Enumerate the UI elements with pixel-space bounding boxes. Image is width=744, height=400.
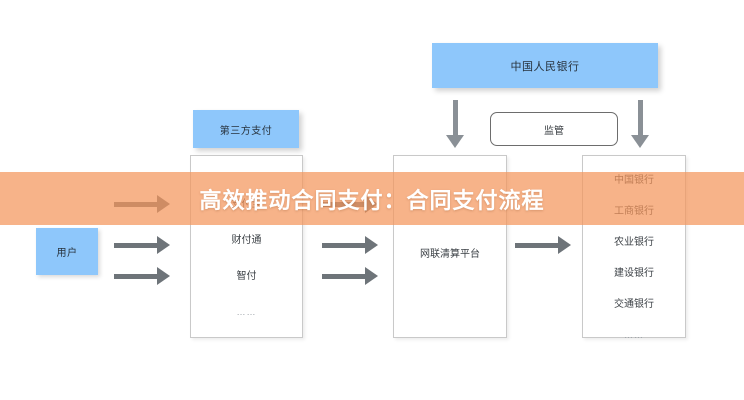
arrow-shaft <box>452 100 458 135</box>
arrow-shaft <box>322 242 365 248</box>
arrow-down-to-banks-icon <box>631 100 649 148</box>
arrow-head <box>631 135 649 148</box>
third-party-payment-header-box: 第三方支付 <box>193 110 299 148</box>
supervision-label: 监管 <box>544 125 564 137</box>
arrow-user-to-thirdparty-3-icon <box>114 267 170 285</box>
arrow-head <box>558 236 571 254</box>
arrow-head <box>365 267 378 285</box>
arrow-thirdparty-to-clearing-3-icon <box>322 267 378 285</box>
central-bank-label: 中国人民银行 <box>510 60 580 73</box>
arrow-user-to-thirdparty-2-icon <box>114 236 170 254</box>
arrow-down-to-clearing-icon <box>446 100 464 148</box>
list-item: 财付通 <box>231 235 262 246</box>
arrow-clearing-to-banks-icon <box>515 236 571 254</box>
list-item: 建设银行 <box>614 268 654 279</box>
third-party-payment-label: 第三方支付 <box>219 125 273 137</box>
list-item-ellipsis: …… <box>624 330 644 340</box>
list-item: 农业银行 <box>614 237 654 248</box>
arrow-head <box>365 236 378 254</box>
list-item: 智付 <box>236 271 257 282</box>
user-label: 用户 <box>56 248 78 259</box>
central-bank-box: 中国人民银行 <box>432 43 658 88</box>
list-item: 网联清算平台 <box>420 249 480 260</box>
arrow-head <box>157 236 170 254</box>
arrow-shaft <box>515 242 558 248</box>
supervision-box: 监管 <box>490 112 618 146</box>
list-item: 交通银行 <box>614 299 654 310</box>
clearing-platform-list: 网联清算平台 <box>394 156 506 337</box>
arrow-head <box>157 267 170 285</box>
arrow-shaft <box>114 273 157 279</box>
title-banner: 高效推动合同支付：合同支付流程 <box>0 172 744 225</box>
arrow-thirdparty-to-clearing-2-icon <box>322 236 378 254</box>
arrow-head <box>446 135 464 148</box>
arrow-shaft <box>322 273 365 279</box>
user-box: 用户 <box>36 228 98 275</box>
banner-title: 高效推动合同支付：合同支付流程 <box>199 187 545 213</box>
list-item-ellipsis: …… <box>236 307 257 317</box>
arrow-shaft <box>114 242 157 248</box>
arrow-shaft <box>637 100 643 135</box>
